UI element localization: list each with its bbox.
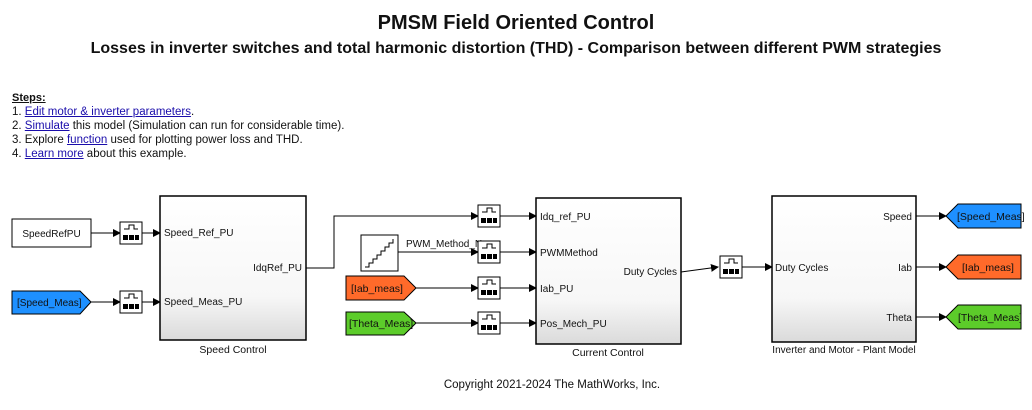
step-2-num: 2. (12, 120, 25, 132)
speed-control-out1-label: IdqRef_PU (253, 263, 302, 274)
plant-model-name: Inverter and Motor - Plant Model (772, 345, 915, 356)
speed-control-in1-label: Speed_Ref_PU (164, 228, 234, 239)
goto-iab-meas-tag[interactable]: [Iab_meas] (945, 254, 1022, 280)
step-1: 1. Edit motor & inverter parameters. (12, 105, 344, 119)
rate-transition-4[interactable] (477, 240, 501, 264)
page-subtitle: Losses in inverter switches and total ha… (90, 40, 942, 57)
goto-speed-meas-tag[interactable]: [Speed_Meas] (945, 203, 1025, 229)
rate-transition-5[interactable] (477, 276, 501, 300)
plant-out2-label: Iab (898, 263, 912, 274)
plant-model-subsystem[interactable]: Duty Cycles Speed Iab Theta (771, 195, 917, 343)
simulate-link[interactable]: Simulate (24, 120, 70, 132)
pwm-method-staircase-block[interactable] (360, 234, 399, 272)
speed-control-subsystem[interactable]: Speed_Ref_PU Speed_Meas_PU IdqRef_PU (159, 195, 307, 341)
plant-in1-label: Duty Cycles (775, 263, 828, 274)
from-speed-meas-tag[interactable]: [Speed_Meas] (11, 290, 92, 315)
rate-transition-1[interactable] (119, 221, 143, 245)
step-1-num: 1. (12, 106, 25, 118)
learn-more-link[interactable]: Learn more (24, 148, 84, 160)
steps-panel: Steps: 1. Edit motor & inverter paramete… (12, 91, 344, 161)
rate-transition-7[interactable] (719, 255, 743, 279)
from-theta-meas-label: [Theta_Meas] (349, 318, 413, 330)
step-3-text: used for plotting power loss and THD. (107, 134, 303, 146)
steps-heading: Steps: (12, 92, 46, 104)
pwm-method-signal-label: PWM_Method_Num (406, 239, 496, 250)
step-3: 3. Explore function used for plotting po… (12, 133, 344, 147)
rate-transition-2[interactable] (119, 290, 143, 314)
from-iab-meas-tag[interactable]: [Iab_meas] (345, 275, 417, 301)
step-4-num: 4. (12, 148, 25, 160)
current-control-in2-label: PWMMethod (540, 248, 598, 259)
goto-theta-meas-tag[interactable]: [Theta_Meas] (945, 304, 1022, 330)
from-theta-meas-tag[interactable]: [Theta_Meas] (345, 311, 417, 336)
rate-transition-blocks (119, 204, 743, 335)
speed-ref-label: SpeedRefPU (22, 229, 80, 240)
plant-out3-label: Theta (886, 313, 912, 324)
current-control-in4-label: Pos_Mech_PU (540, 319, 607, 330)
step-2: 2. Simulate this model (Simulation can r… (12, 119, 344, 133)
rate-transition-6[interactable] (477, 311, 501, 335)
step-4-text: about this example. (83, 148, 187, 160)
step-4: 4. Learn more about this example. (12, 147, 344, 161)
current-control-out1-label: Duty Cycles (624, 267, 677, 278)
current-control-subsystem[interactable]: Idq_ref_PU PWMMethod Iab_PU Pos_Mech_PU … (535, 197, 682, 345)
speed-ref-block[interactable]: SpeedRefPU (11, 218, 92, 248)
page-title: PMSM Field Oriented Control (377, 12, 655, 34)
current-control-name: Current Control (572, 347, 644, 359)
speed-control-in2-label: Speed_Meas_PU (164, 297, 242, 308)
plant-out1-label: Speed (883, 212, 912, 223)
speed-control-name: Speed Control (199, 344, 266, 356)
goto-theta-meas-label: [Theta_Meas] (958, 312, 1022, 324)
current-control-in3-label: Iab_PU (540, 284, 573, 295)
function-link[interactable]: function (66, 134, 108, 146)
rate-transition-3[interactable] (477, 204, 501, 228)
step-3-num: 3. Explore (12, 134, 67, 146)
step-2-text: this model (Simulation can run for consi… (69, 120, 345, 132)
copyright-text: Copyright 2021-2024 The MathWorks, Inc. (443, 379, 661, 391)
goto-speed-meas-label: [Speed_Meas] (957, 211, 1025, 223)
step-1-text: . (190, 106, 195, 118)
from-speed-meas-label: [Speed_Meas] (17, 298, 82, 309)
from-iab-meas-label: [Iab_meas] (351, 283, 403, 295)
edit-params-link[interactable]: Edit motor & inverter parameters (24, 106, 191, 118)
goto-iab-meas-label: [Iab_meas] (962, 262, 1014, 274)
current-control-in1-label: Idq_ref_PU (540, 212, 591, 223)
